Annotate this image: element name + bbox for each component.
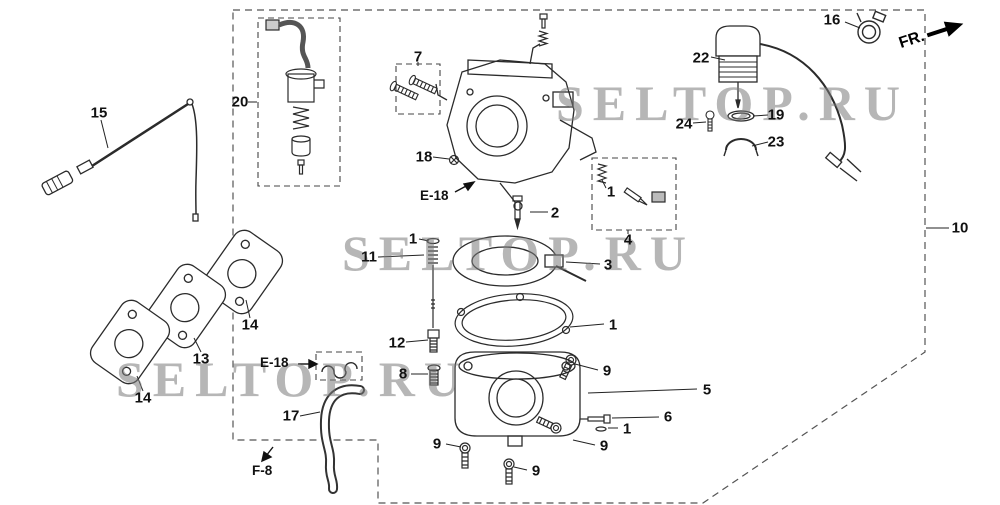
- part-4-screw-set: [595, 163, 666, 206]
- callout-1: 1: [608, 316, 618, 334]
- part-18-screw: [448, 154, 460, 166]
- callout-14: 14: [241, 316, 259, 334]
- part-9-bolts: [459, 354, 577, 485]
- callout-15: 15: [90, 104, 108, 122]
- callout-9: 9: [599, 437, 609, 455]
- part-6-screw: [580, 414, 611, 432]
- part-19-o-ring: [727, 110, 755, 122]
- callout-8: 8: [398, 365, 408, 383]
- part-24-screw: [705, 110, 715, 132]
- callout-9: 9: [531, 462, 541, 480]
- callout-19: 19: [767, 106, 785, 124]
- part-22-pump-set: [715, 25, 862, 182]
- callout-9: 9: [432, 435, 442, 453]
- callout-10: 10: [951, 219, 969, 237]
- part-14-gasket-lower: [89, 299, 171, 385]
- callout-4: 4: [623, 231, 633, 249]
- ref-label-e-18-0: E-18: [420, 188, 449, 203]
- leader-lines: [100, 21, 949, 471]
- part-top-screw: [536, 13, 550, 47]
- callout-18: 18: [415, 148, 433, 166]
- callout-5: 5: [702, 381, 712, 399]
- ref-label-e-18-1: E-18: [260, 355, 289, 370]
- fr-arrow-icon: [926, 21, 964, 38]
- callout-3: 3: [603, 256, 613, 274]
- callout-2: 2: [550, 204, 560, 222]
- part-clip-e18: [321, 362, 358, 379]
- callout-22: 22: [692, 49, 710, 67]
- callout-20: 20: [231, 93, 249, 111]
- group-box-20: [257, 17, 341, 187]
- part-11-nozzle: [426, 237, 440, 328]
- callout-1: 1: [622, 420, 632, 438]
- ref-arrows: [261, 180, 476, 463]
- callout-1: 1: [408, 230, 418, 248]
- callout-23: 23: [767, 133, 785, 151]
- part-8-screw-set: [427, 364, 441, 386]
- callout-24: 24: [675, 115, 693, 133]
- callout-9: 9: [602, 362, 612, 380]
- group-box-e18-clip: [315, 351, 363, 381]
- part-carburetor-body: [435, 43, 597, 211]
- part-16-clamp: [856, 10, 887, 44]
- callout-13: 13: [192, 350, 210, 368]
- part-5-float-chamber: [454, 351, 581, 447]
- callout-11: 11: [361, 248, 377, 266]
- part-12-main-jet: [427, 329, 440, 353]
- callout-16: 16: [823, 11, 841, 29]
- part-7-screw-set: [389, 74, 438, 101]
- part-2-float-valve: [512, 195, 523, 231]
- part-17-tube: [319, 384, 365, 494]
- callout-14: 14: [134, 389, 152, 407]
- assembly-boundary: [232, 9, 926, 504]
- callout-17: 17: [282, 407, 300, 425]
- fr-direction-label: FR.: [897, 14, 967, 54]
- callout-7: 7: [413, 48, 423, 66]
- part-1-gasket: [454, 292, 574, 347]
- part-23-clip: [723, 138, 759, 157]
- group-box-4: [591, 157, 677, 231]
- part-15-throttle-cable: [41, 98, 199, 222]
- part-20-fuel-joint-set: [265, 19, 325, 175]
- callout-1: 1: [606, 183, 616, 201]
- callout-6: 6: [663, 408, 673, 426]
- callout-12: 12: [388, 334, 406, 352]
- part-3-float: [452, 235, 587, 287]
- ref-label-f-8-2: F-8: [252, 463, 273, 478]
